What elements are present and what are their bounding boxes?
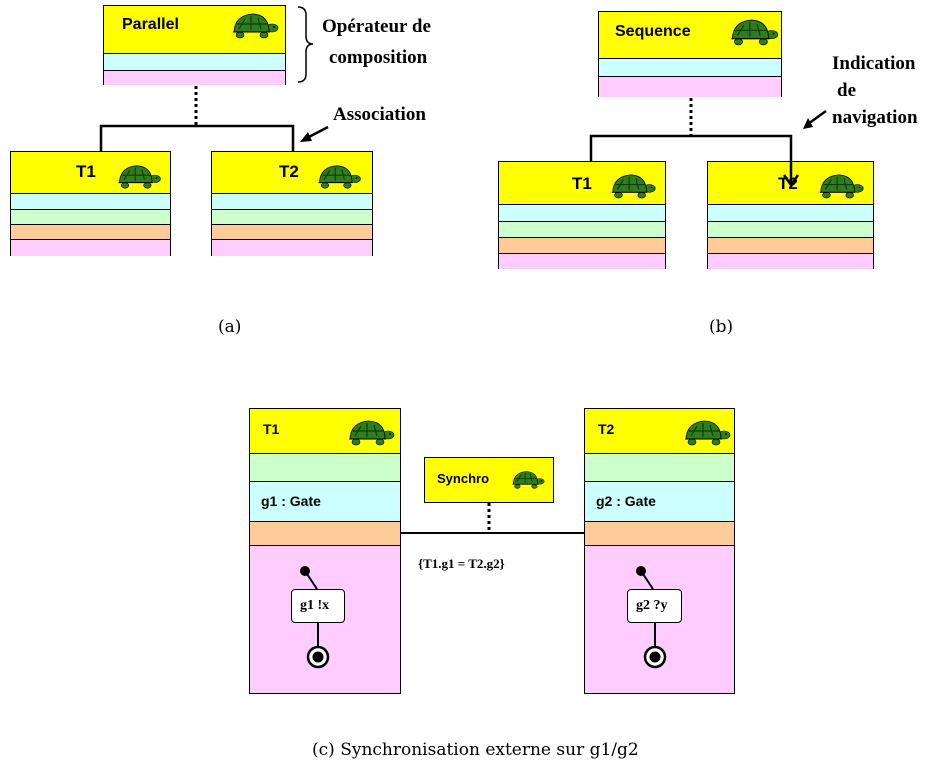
navigation-annotation-line2: de [837,80,856,101]
navigation-pointer-head [803,118,813,129]
sync-constraint: {T1.g1 = T2.g2} [418,556,505,571]
turtle-icon [318,165,361,189]
sequence-class-box: Sequence [598,11,782,97]
turtle-icon [349,420,395,446]
composition-operator-annotation-line2: composition [329,47,428,68]
turtle-icon [685,420,731,446]
c-t2-action-label: g2 ?y [636,598,668,613]
c-t1-action-label: g1 !x [300,598,330,613]
turtle-icon [512,471,545,489]
c-t1-class-box: T1 g1 : Gate [249,408,401,694]
synchro-label: Synchro [437,471,490,486]
b-t1-label: T1 [572,174,592,193]
association-pointer-line [304,125,329,141]
a-association-line [99,124,295,151]
caption-a: (a) [218,317,242,337]
curly-brace-icon [297,6,314,83]
caption-c: (c) Synchronisation externe sur g1/g2 [312,740,639,760]
navigation-pointer-line [807,109,827,126]
navigation-annotation-line1: Indication [832,53,916,74]
a-t1-label: T1 [76,162,96,181]
navigation-annotation-line3: navigation [832,107,918,128]
turtle-icon [118,165,161,189]
a-t2-class-box: T2 [211,151,373,256]
sequence-label: Sequence [615,23,691,40]
composition-operator-annotation-line1: Opérateur de [322,16,431,37]
turtle-icon [611,174,656,199]
b-t1-class-box: T1 [498,161,666,269]
a-t2-label: T2 [279,162,299,181]
c-t2-action-state: g2 ?y [627,589,682,623]
turtle-icon [731,19,779,46]
c-t1-gate-attribute: g1 : Gate [261,493,321,509]
parallel-label: Parallel [122,16,179,33]
c-t2-class-box: T2 g2 : Gate [584,408,735,694]
turtle-icon [819,174,864,199]
caption-b: (b) [709,317,734,337]
association-annotation: Association [333,104,426,125]
c-t2-gate-attribute: g2 : Gate [596,493,656,509]
c-t1-action-state: g1 !x [291,589,345,623]
c-t1-label: T1 [263,421,280,437]
b-t2-label: T2 [778,174,798,193]
association-pointer-head [300,132,312,142]
turtle-icon [233,13,279,39]
c-t2-label: T2 [598,421,615,437]
